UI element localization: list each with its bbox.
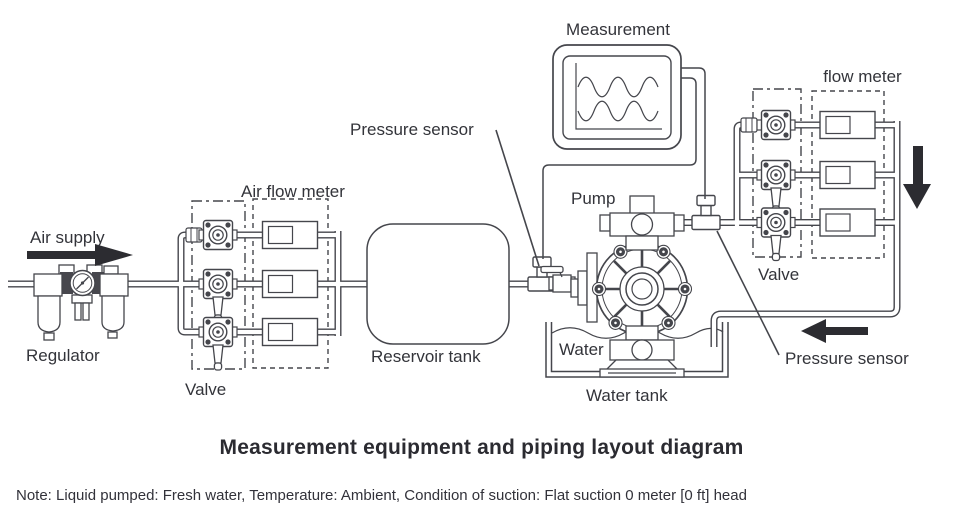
flow-arrows — [27, 146, 931, 343]
pressure-sensor-left-label: Pressure sensor — [350, 120, 474, 139]
oscilloscope — [552, 44, 682, 150]
air-flow-meter-box — [252, 198, 329, 369]
pointer-lines — [495, 129, 780, 356]
union-fitting-right — [740, 117, 758, 133]
reservoir-tank-label: Reservoir tank — [371, 347, 481, 366]
valve-symbol — [757, 208, 795, 261]
air-supply-label: Air supply — [30, 228, 105, 247]
diagram-note: Note: Liquid pumped: Fresh water, Temper… — [16, 487, 747, 504]
pump-bolts — [591, 244, 693, 330]
valve-symbol — [199, 270, 237, 323]
valve-right-label: Valve — [758, 265, 800, 284]
water-label: Water — [559, 340, 604, 359]
scope-axes — [575, 63, 662, 130]
valve-symbol — [757, 161, 795, 214]
pump-spokes — [602, 249, 682, 329]
return-flow-arrow-icon — [801, 319, 868, 343]
air-flow-meter-symbol — [261, 317, 319, 347]
inlet-valve-symbol — [540, 265, 576, 293]
diagram-title: Measurement equipment and piping layout … — [219, 436, 744, 459]
scope-trace-1 — [577, 76, 659, 98]
pressure-sensor-symbol-right — [691, 194, 721, 231]
air-flow-meter-label: Air flow meter — [241, 182, 345, 201]
pump-bottom-manifold — [599, 325, 685, 378]
air-flow-meter-symbol — [261, 269, 319, 299]
valve-left-label: Valve — [185, 380, 227, 399]
regulator-label: Regulator — [26, 346, 100, 365]
pump-top-manifold — [599, 195, 685, 251]
flow-meter-symbol — [819, 110, 876, 140]
air-supply-arrow-icon — [27, 244, 133, 266]
flow-down-arrow-icon — [903, 146, 931, 209]
scope-trace-2 — [577, 100, 659, 122]
reservoir-tank — [366, 223, 510, 345]
flow-meter-symbol — [819, 208, 876, 237]
valve-symbol — [199, 318, 237, 371]
measurement-label: Measurement — [566, 20, 670, 39]
sensor-wires — [542, 67, 706, 259]
flow-meter-symbol — [819, 160, 876, 190]
pump-symbol — [591, 195, 693, 378]
pressure-sensor-right-label: Pressure sensor — [785, 349, 909, 368]
regulator-unit — [33, 264, 129, 341]
air-flow-meter-symbol — [261, 220, 319, 250]
flow-meter-right-label: flow meter — [823, 67, 902, 86]
water-tank-label: Water tank — [586, 386, 668, 405]
valve-symbol — [756, 109, 796, 141]
pump-label: Pump — [571, 189, 616, 208]
valve-symbol — [198, 219, 238, 251]
